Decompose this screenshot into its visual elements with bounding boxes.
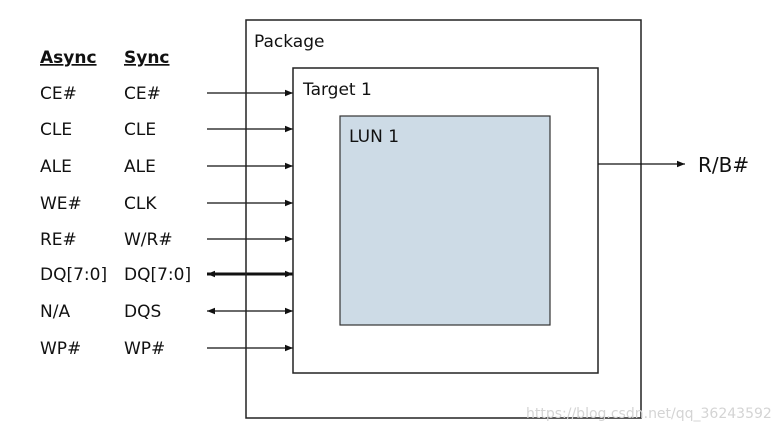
sync-signal-label: ALE	[124, 157, 156, 177]
watermark: https://blog.csdn.net/qq_36243592	[526, 406, 772, 422]
sync-signal-label: CLE	[124, 120, 156, 140]
lun-box	[339, 115, 551, 326]
lun-label: LUN 1	[349, 127, 399, 147]
rb-label: R/B#	[698, 153, 749, 177]
async-signal-label: CE#	[40, 84, 77, 104]
sync-signal-label: DQ[7:0]	[124, 265, 191, 285]
sync-signal-label: CLK	[124, 194, 157, 214]
sync-header: Sync	[124, 48, 170, 68]
async-signal-label: RE#	[40, 230, 77, 250]
sync-signal-label: DQS	[124, 302, 161, 322]
sync-signal-label: WP#	[124, 339, 165, 359]
async-signal-label: WE#	[40, 194, 82, 214]
async-signal-label: DQ[7:0]	[40, 265, 107, 285]
async-signal-label: WP#	[40, 339, 81, 359]
async-signal-label: ALE	[40, 157, 72, 177]
package-label: Package	[254, 32, 324, 52]
async-signal-label: CLE	[40, 120, 72, 140]
target-label: Target 1	[302, 80, 372, 100]
sync-signal-label: CE#	[124, 84, 161, 104]
sync-signal-label: W/R#	[124, 230, 173, 250]
async-signal-label: N/A	[40, 302, 70, 322]
async-header: Async	[40, 48, 97, 68]
package-box	[245, 19, 642, 419]
